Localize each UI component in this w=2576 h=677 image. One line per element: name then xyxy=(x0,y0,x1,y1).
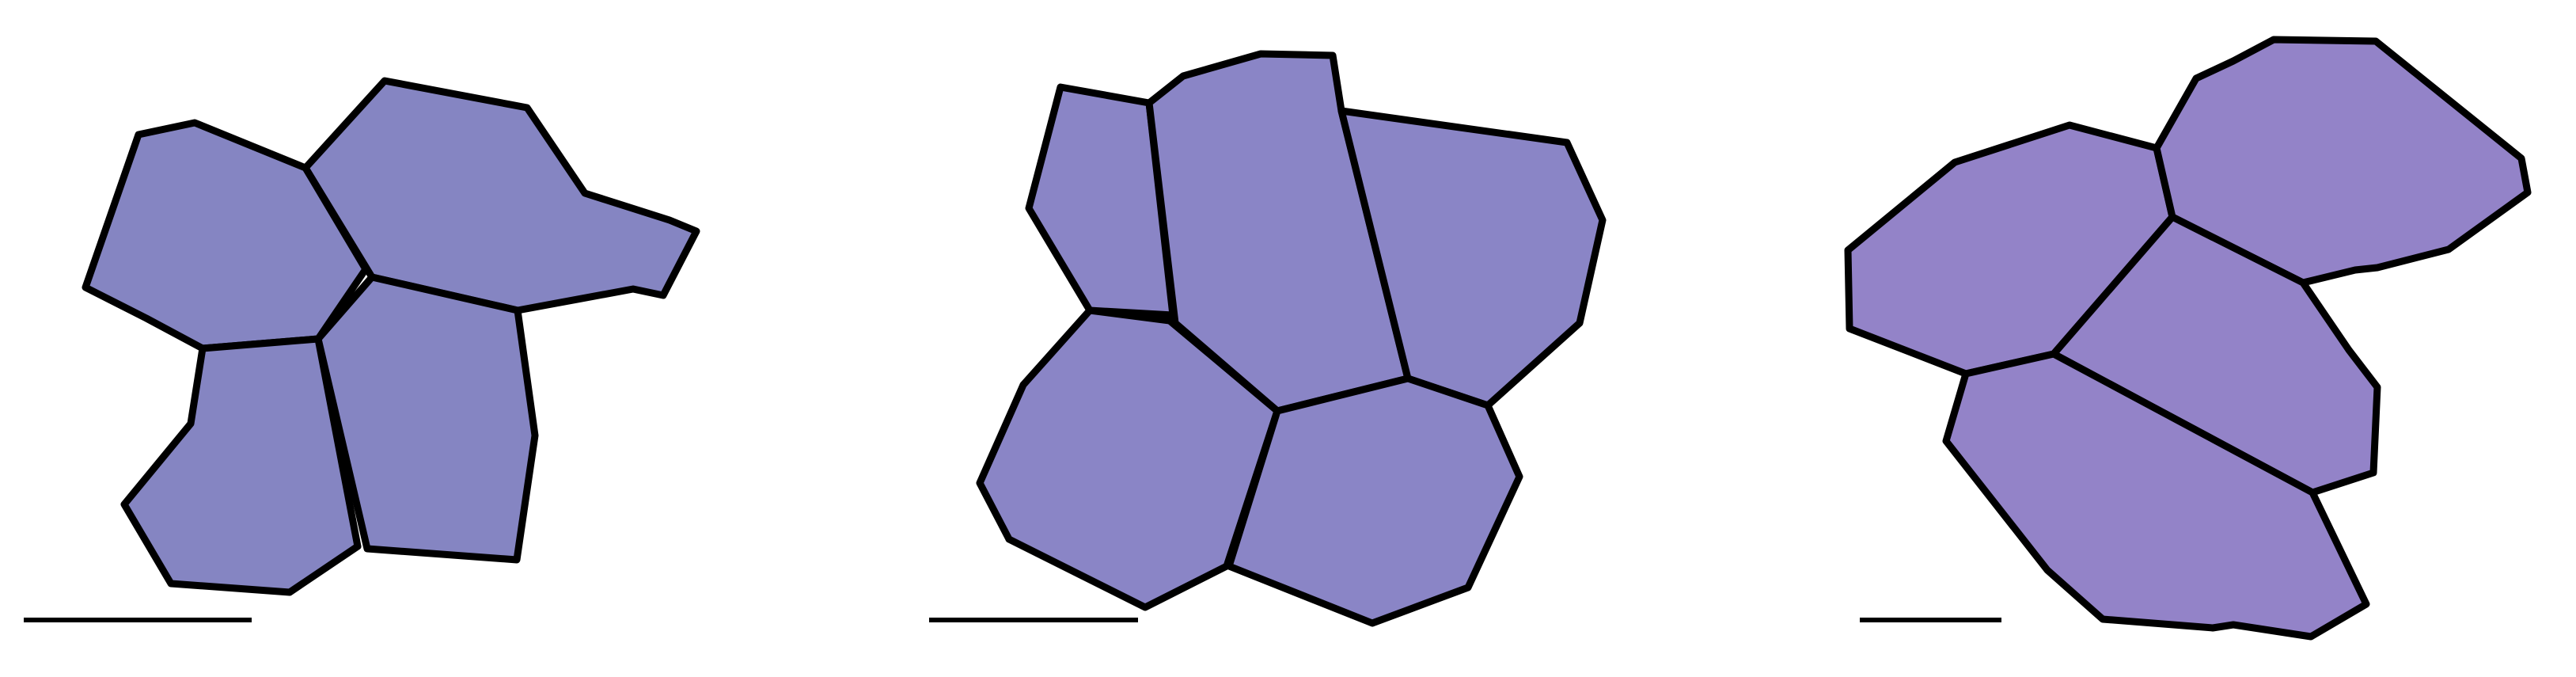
cell-2e xyxy=(1225,375,1523,627)
cell-1c xyxy=(120,335,362,596)
panel-3 xyxy=(1844,36,2532,641)
cell-3d xyxy=(1942,350,2370,641)
panel-1 xyxy=(24,77,700,622)
cell-1d xyxy=(314,273,539,564)
cell-2d xyxy=(976,306,1281,611)
panel-2 xyxy=(929,50,1607,627)
